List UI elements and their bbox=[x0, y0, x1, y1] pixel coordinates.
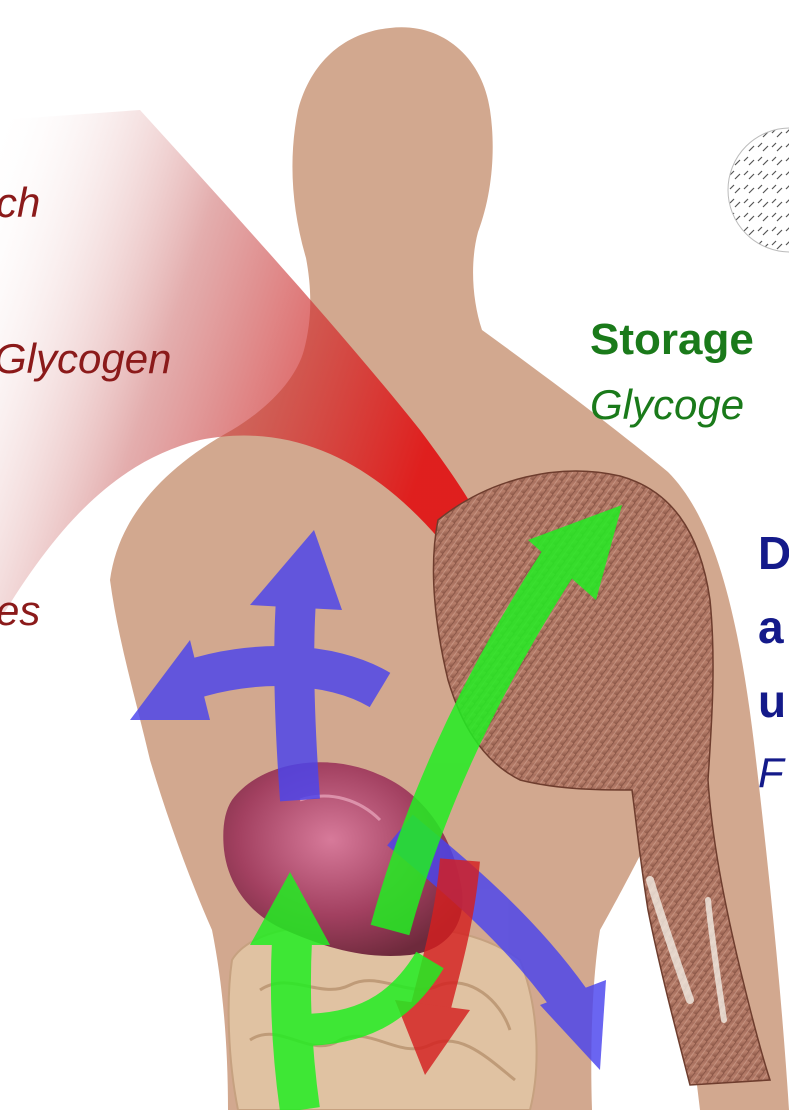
glycogen-molecule-icon bbox=[728, 128, 789, 252]
storage-subtitle: Glycoge bbox=[590, 384, 744, 426]
left-label-glycogen: Glycogen bbox=[0, 338, 171, 380]
right-label-u: u bbox=[758, 678, 786, 724]
right-label-d: D bbox=[758, 530, 789, 576]
right-label-a: a bbox=[758, 604, 784, 650]
left-label-line1: ch bbox=[0, 182, 40, 224]
storage-title: Storage bbox=[590, 318, 754, 362]
left-label-line3: es bbox=[0, 590, 40, 632]
right-label-f: F bbox=[758, 752, 784, 794]
